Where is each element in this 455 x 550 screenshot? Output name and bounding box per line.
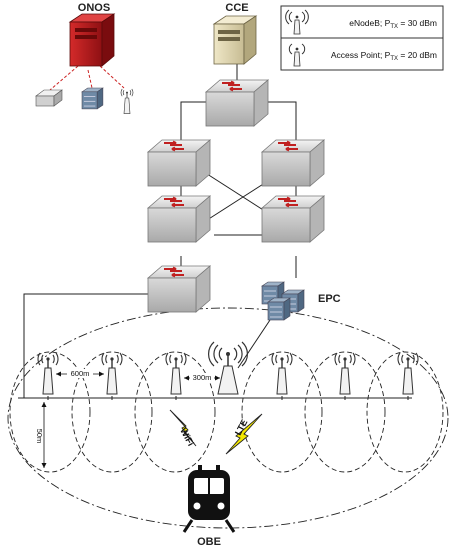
ap-coverage [241,351,323,473]
ap-coverage [366,351,444,473]
onos-control-links [49,65,125,91]
onos-server[interactable] [68,13,116,67]
legend-access-point-icon [288,43,306,67]
legend-access-point-text: Access Point; PTX = 20 dBm [331,50,437,62]
link-core-right [262,101,297,146]
wifi-link-bolt [169,409,197,447]
access-point[interactable] [37,352,59,395]
onos-label: ONOS [78,2,110,14]
ap-coverage [71,351,153,473]
ap-coverage [134,351,216,473]
aggregation-switch-bottom-right[interactable] [261,195,325,243]
legend-enodeb-text: eNodeB; PTX = 30 dBm [349,18,437,30]
wifi-link-label: WiFi [178,426,196,447]
aggregation-switch-top-left[interactable] [147,139,211,187]
legend: eNodeB; PTX = 30 dBm Access Point; PTX =… [280,5,444,71]
link-edge-backhaul [23,293,150,398]
access-point[interactable] [165,352,187,395]
network-links [18,62,412,400]
link-core-left [180,101,212,146]
aggregation-switch-bottom-left[interactable] [147,195,211,243]
enb-spacing-label: 300m [193,373,212,382]
epc-label: EPC [318,293,341,305]
access-point[interactable] [334,352,356,395]
ap-coverage [304,351,386,473]
access-point[interactable] [397,352,419,395]
track-offset-label: 50m [35,429,44,444]
access-point[interactable] [101,352,123,395]
link-epc-enodeb [237,319,271,369]
epc-server[interactable] [261,281,305,321]
ap-spacing-label: 600m [71,369,90,378]
core-switch[interactable] [205,79,269,127]
dimension-enb-spacing: 300m [184,373,220,382]
enodeb-coverage [7,307,449,529]
obe-label: OBE [197,536,221,548]
enodeb-tower[interactable] [208,341,248,395]
ap-coverage [9,351,91,473]
cce-server[interactable] [212,15,258,65]
onos-managed-antenna-icon [120,88,134,115]
edge-switch[interactable] [147,265,211,313]
dimension-track-offset: 50m [35,402,47,468]
legend-enodeb-icon [285,9,309,35]
access-point[interactable] [271,352,293,395]
cce-label: CCE [225,2,248,14]
aggregation-switch-top-right[interactable] [261,139,325,187]
train-icon[interactable] [182,465,236,533]
lte-link-bolt [225,413,263,455]
dimension-ap-spacing: 600m [56,369,104,378]
coverage-areas [7,307,449,529]
onos-managed-storage [81,87,104,110]
onos-managed-switch [35,89,63,107]
